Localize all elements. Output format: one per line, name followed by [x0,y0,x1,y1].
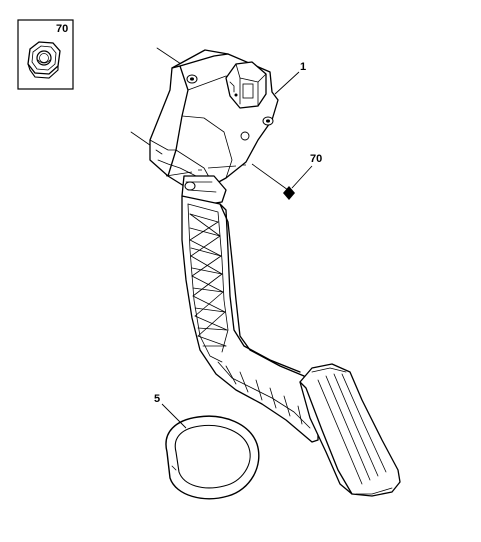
gasket [165,415,260,500]
pivot-axis-line [165,163,289,191]
callout-group-pedal-assembly: 1 [274,61,306,95]
callout-group-mounting-nut: 70 [291,153,322,189]
callout-mounting-nut: 70 [310,153,322,165]
inset-nut-box: 70 [17,19,74,90]
mounting-nut-marker [283,186,295,200]
callout-inset-nut: 70 [56,23,68,35]
pedal-foot-plate [299,363,401,497]
pedal-assembly [130,47,401,497]
callout-group-gasket: 5 [154,393,187,429]
arm-lattice-ribs [189,213,228,347]
callout-gasket: 5 [154,393,160,405]
hex-nut-icon [27,41,61,79]
callout-pedal-assembly: 1 [300,61,306,73]
